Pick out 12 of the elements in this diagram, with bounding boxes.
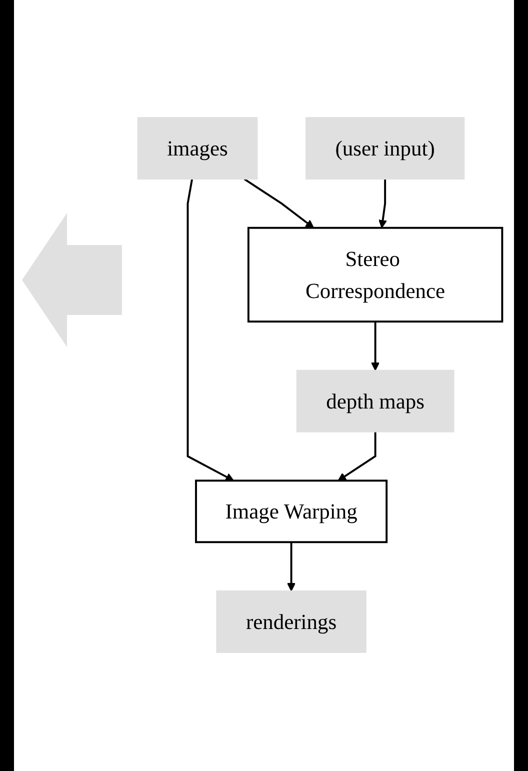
arrow <box>378 179 388 228</box>
node-box: images <box>137 117 258 180</box>
node-box: Stereo Correspondence <box>247 226 504 323</box>
arrow <box>186 178 234 482</box>
node-box: (user input) <box>306 117 465 180</box>
node-box: Image Warping <box>195 480 388 544</box>
node-box: depth maps <box>296 370 454 432</box>
arrow <box>371 322 380 371</box>
arrow <box>287 542 296 592</box>
node-box: renderings <box>216 590 366 653</box>
arrow <box>338 432 376 482</box>
arrow <box>244 178 314 228</box>
